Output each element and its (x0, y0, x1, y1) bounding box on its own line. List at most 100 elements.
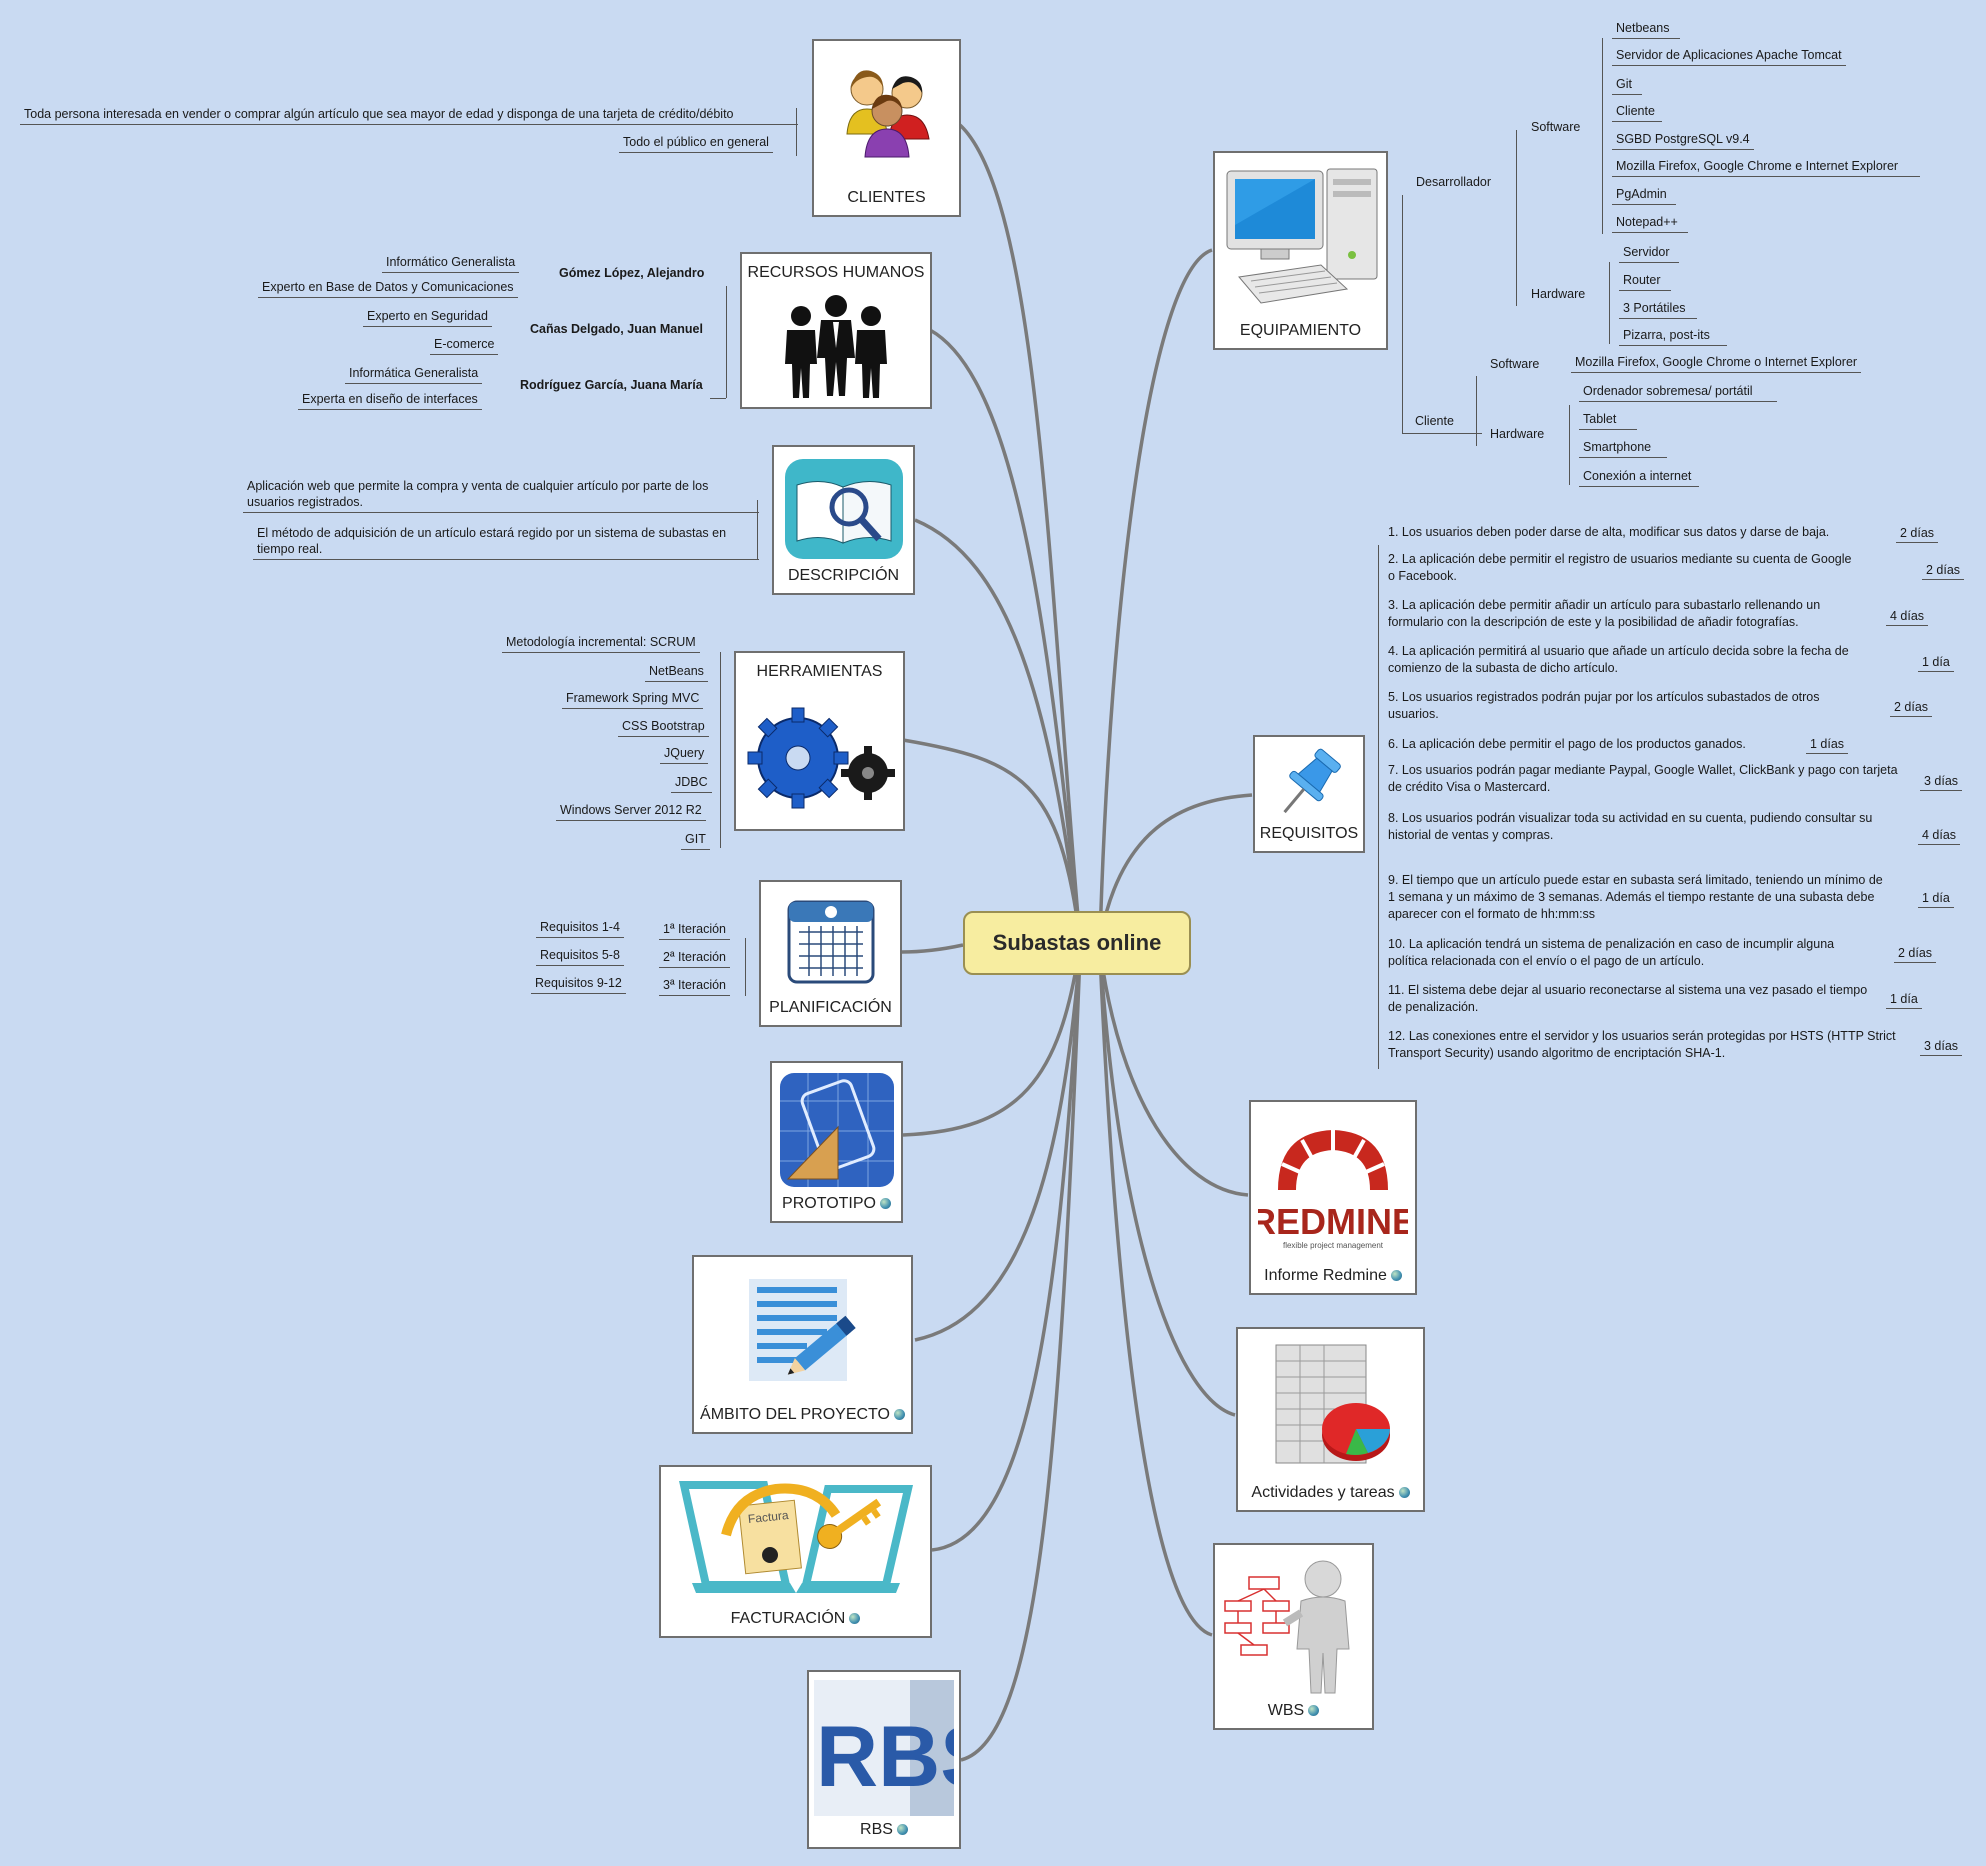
person-role: Informático Generalista (382, 254, 520, 273)
iteration-requirements: Requisitos 9-12 (531, 975, 626, 994)
requirement-duration: 2 días (1890, 700, 1933, 717)
requirement-duration: 2 días (1922, 563, 1965, 580)
hyperlink-globe-icon[interactable] (1390, 1270, 1402, 1282)
topic-rbs[interactable]: RBS RBS (807, 1670, 998, 1849)
dev-software-item: Git (1612, 76, 1642, 95)
topic-ambito-proyecto[interactable]: ÁMBITO DEL PROYECTO (692, 1255, 913, 1434)
staff-icon (781, 292, 891, 407)
topic-informe-redmine[interactable]: REDMINE flexible project management Info… (1249, 1100, 1417, 1295)
requirement-text: 10. La aplicación tendrá un sistema de p… (1388, 937, 1835, 968)
topic-label: Informe Redmine (1251, 1267, 1415, 1285)
tool-item: CSS Bootstrap (618, 718, 709, 737)
person-role: Experto en Seguridad (363, 308, 492, 327)
dev-hardware-item: Servidor (1619, 244, 1679, 263)
equip-group: Desarrollador (1416, 175, 1492, 189)
dev-software-item: Notepad++ (1612, 214, 1688, 233)
hyperlink-globe-icon[interactable] (1308, 1705, 1320, 1717)
iteration-label: 2ª Iteración (659, 949, 730, 968)
topic-requisitos[interactable]: REQUISITOS (1253, 735, 1365, 853)
topic-label: FACTURACIÓN (661, 1610, 930, 1628)
requirement-text: 7. Los usuarios podrán pagar mediante Pa… (1388, 763, 1898, 794)
prototype-blueprint-icon (778, 1071, 896, 1194)
client-hardware-item: Ordenador sobremesa/ portátil (1579, 383, 1777, 402)
topic-label-text: Informe Redmine (1264, 1267, 1387, 1284)
dev-hardware-item: Router (1619, 272, 1671, 291)
branch-line (1602, 38, 1603, 234)
topic-facturacion[interactable]: Factura FACTURACIÓN (659, 1465, 932, 1638)
dev-software-item: SGBD PostgreSQL v9.4 (1612, 131, 1754, 150)
hyperlink-globe-icon[interactable] (1398, 1487, 1410, 1499)
topic-herramientas[interactable]: HERRAMIENTAS (734, 651, 905, 831)
topic-equipamiento[interactable]: EQUIPAMIENTO (1213, 151, 1388, 350)
requirement-duration: 3 días (1920, 1039, 1963, 1056)
wbs-person-chart-icon (1219, 1553, 1369, 1704)
requirement-text: 9. El tiempo que un artículo puede estar… (1388, 873, 1883, 921)
topic-wbs[interactable]: WBS (1213, 1543, 1374, 1730)
dev-software-item: Mozilla Firefox, Google Chrome e Interne… (1612, 158, 1920, 177)
tool-item: JDBC (671, 774, 712, 793)
requirement-duration: 3 días (1920, 774, 1963, 791)
branch-line (726, 286, 727, 398)
requirement-text: 5. Los usuarios registrados podrán pujar… (1388, 690, 1820, 721)
person-role: Experto en Base de Datos y Comunicacione… (258, 279, 518, 298)
topic-label-text: ÁMBITO DEL PROYECTO (700, 1406, 890, 1423)
branch-line (1378, 545, 1379, 1069)
requirement-duration: 2 días (1896, 526, 1939, 543)
topic-label: EQUIPAMIENTO (1239, 322, 1362, 339)
equip-group: Cliente (1415, 414, 1454, 428)
gears-icon (740, 703, 900, 818)
topic-label: DESCRIPCIÓN (787, 567, 900, 584)
descripcion-item: El método de adquisición de un artículo … (253, 525, 759, 560)
client-hardware-item: Smartphone (1579, 439, 1667, 458)
person-name: Cañas Delgado, Juan Manuel (530, 322, 703, 336)
tool-item: NetBeans (645, 663, 708, 682)
requirement-duration: 1 día (1918, 891, 1954, 908)
person-role: Informática Generalista (345, 365, 483, 384)
requirement-text: 6. La aplicación debe permitir el pago d… (1388, 737, 1746, 751)
requirement-duration: 4 días (1886, 609, 1929, 626)
branch-line (710, 398, 726, 399)
topic-actividades-tareas[interactable]: Actividades y tareas (1236, 1327, 1425, 1512)
branch-line (1476, 376, 1477, 446)
hyperlink-globe-icon[interactable] (896, 1824, 908, 1836)
topic-label: REQUISITOS (1259, 825, 1359, 842)
topic-clientes[interactable]: CLIENTES (812, 39, 961, 217)
clientes-item: Todo el público en general (619, 134, 773, 153)
topic-label-text: WBS (1267, 1702, 1305, 1719)
iteration-requirements: Requisitos 5-8 (536, 947, 624, 966)
person-name: Gómez López, Alejandro (559, 266, 705, 280)
branch-line (757, 500, 758, 560)
hyperlink-globe-icon[interactable] (849, 1613, 861, 1625)
hyperlink-globe-icon[interactable] (893, 1409, 905, 1421)
tool-item: Metodología incremental: SCRUM (502, 634, 700, 653)
hyperlink-globe-icon[interactable] (879, 1198, 891, 1210)
equip-subgroup: Software (1531, 120, 1581, 134)
requirement-duration: 1 día (1886, 992, 1922, 1009)
topic-label: ÁMBITO DEL PROYECTO (694, 1406, 911, 1424)
rbs-logo: RBS (814, 1680, 998, 1821)
rbs-word: RBS (816, 1709, 954, 1805)
person-role: Experta en diseño de interfaces (298, 391, 482, 410)
topic-planificacion[interactable]: PLANIFICACIÓN (759, 880, 902, 1027)
topic-prototipo[interactable]: PROTOTIPO (770, 1061, 903, 1223)
clientes-item: Toda persona interesada en vender o comp… (20, 106, 798, 125)
calendar-icon (783, 892, 879, 993)
requirement-text: 1. Los usuarios deben poder darse de alt… (1388, 525, 1830, 539)
central-topic[interactable]: Subastas online (963, 911, 1191, 975)
equip-subgroup: Hardware (1490, 427, 1545, 441)
requirement-text: 8. Los usuarios podrán visualizar toda s… (1388, 811, 1873, 842)
dev-software-item: Cliente (1612, 103, 1662, 122)
tool-item: JQuery (660, 745, 709, 764)
topic-label: RECURSOS HUMANOS (747, 264, 925, 281)
topic-label: PROTOTIPO (772, 1195, 901, 1213)
dev-software-item: Netbeans (1612, 20, 1680, 39)
dev-software-item: PgAdmin (1612, 186, 1676, 205)
topic-recursos-humanos[interactable]: RECURSOS HUMANOS (740, 252, 932, 409)
redmine-word: REDMINE (1258, 1201, 1408, 1242)
topic-label-text: PROTOTIPO (782, 1195, 876, 1212)
topic-label-text: RBS (860, 1821, 893, 1838)
equip-subgroup: Hardware (1531, 287, 1586, 301)
iteration-label: 1ª Iteración (659, 921, 730, 940)
invoice-word: Factura (747, 1508, 789, 1526)
topic-descripcion[interactable]: DESCRIPCIÓN (772, 445, 915, 595)
